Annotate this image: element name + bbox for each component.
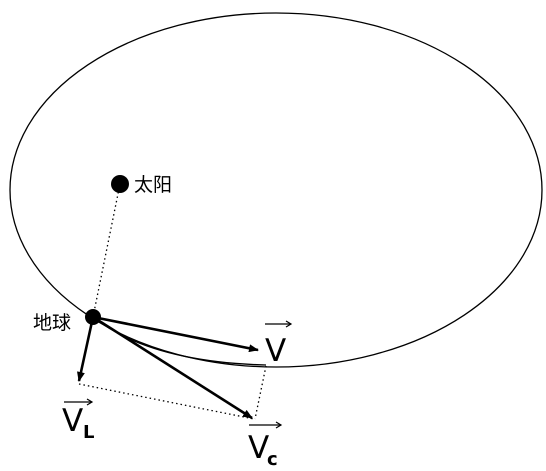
vl-vector-label: V L	[62, 398, 94, 443]
trajectory-curve	[92, 316, 267, 366]
vl-overarrow-head	[86, 398, 94, 406]
earth-sun-dotted-line	[92, 183, 121, 318]
v-arrow	[92, 315, 259, 353]
vc-subscript: c	[267, 449, 278, 470]
v-letter: V	[265, 333, 286, 369]
vc-arrow	[92, 315, 253, 420]
orbit-ellipse	[9, 12, 543, 368]
earth-dot	[85, 309, 101, 325]
vl-to-vc-dotted-line	[78, 383, 255, 420]
v-to-vc-dotted-line	[254, 365, 267, 420]
sun-dot	[111, 175, 129, 193]
vc-overarrow-head	[275, 421, 283, 429]
vc-letter: V	[248, 430, 269, 466]
sun-label: 太阳	[134, 174, 172, 196]
v-vector-label: V	[265, 320, 293, 369]
vc-vector-label: V c	[248, 421, 283, 470]
vl-arrow	[77, 316, 95, 382]
earth-label: 地球	[33, 312, 71, 334]
v-overarrow-head	[285, 320, 293, 328]
vl-subscript: L	[83, 422, 94, 443]
vl-letter: V	[62, 403, 83, 439]
